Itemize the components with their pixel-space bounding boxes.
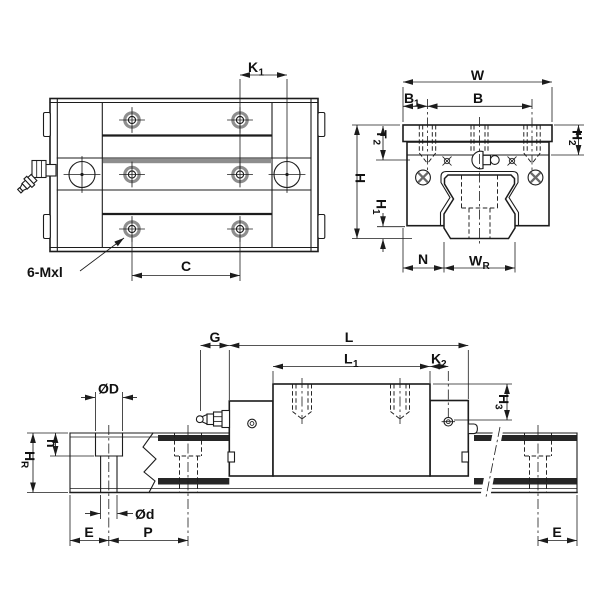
svg-text:1: 1 <box>370 209 381 215</box>
seal-clip <box>461 451 470 463</box>
svg-text:2: 2 <box>441 359 447 370</box>
label-c: C <box>181 258 191 274</box>
side-lug <box>467 423 478 435</box>
label-e-left: E <box>84 524 93 540</box>
rail-bolt-hole-hidden <box>461 175 498 239</box>
dim-e-right: E <box>538 495 578 546</box>
grease-nipple-plan <box>16 159 57 194</box>
block-body-side <box>272 383 431 477</box>
dim-n-wr: N W R <box>402 228 516 273</box>
label-h2: H <box>570 130 586 140</box>
grease-port-right <box>441 416 456 427</box>
carriage-top-outline <box>49 97 319 253</box>
label-6mxl: 6-Mxl <box>27 264 63 280</box>
dim-h1: H 1 <box>370 199 405 252</box>
dim-e-p: E P <box>69 495 188 546</box>
break-line-wavy <box>142 432 157 494</box>
svg-text:1: 1 <box>259 68 265 79</box>
dim-h3: H 3 <box>433 383 512 421</box>
label-hr: H <box>22 451 38 461</box>
carriage-bolt-hole-right <box>523 99 541 170</box>
rail-edge-shading <box>103 158 272 164</box>
side-port-right <box>268 156 306 193</box>
carriage-bolt-hole-left <box>418 99 437 170</box>
block-cavity <box>439 170 520 227</box>
dim-g-l: G L <box>200 329 469 411</box>
label-k2: K <box>431 351 441 367</box>
side-view: G L L 1 K 2 H 3 <box>19 329 578 546</box>
block-top-flange <box>402 124 553 143</box>
end-cap-right <box>429 399 470 477</box>
dim-t2: T 2 <box>371 126 410 161</box>
label-p: P <box>143 524 152 540</box>
grease-port-left <box>247 418 257 429</box>
dim-hr: H R <box>19 432 68 493</box>
label-b1: B <box>404 90 414 106</box>
label-l: L <box>345 329 354 345</box>
label-b: B <box>473 90 483 106</box>
dim-h2: H 2 <box>551 124 586 156</box>
label-h3: H <box>496 394 512 404</box>
seal-clamp-tab <box>317 213 326 240</box>
label-l1: L <box>344 351 353 367</box>
label-g: G <box>210 329 221 345</box>
carriage-side <box>195 378 478 477</box>
ball-circuit-mark-right <box>527 169 544 186</box>
svg-text:R: R <box>19 461 30 469</box>
bolt-callout: 6-Mxl <box>27 237 125 280</box>
svg-text:2: 2 <box>371 140 382 146</box>
carriage-bolt-hole-center <box>470 125 489 151</box>
seal-clamp-tab <box>42 111 51 138</box>
label-e-right: E <box>552 524 561 540</box>
label-h-small: h <box>44 439 60 448</box>
side-port-left <box>63 156 101 193</box>
break-line-oblique <box>485 426 501 498</box>
dim-h: H <box>352 124 412 239</box>
label-t2: T <box>374 130 390 139</box>
label-od-big: ØD <box>98 381 119 397</box>
svg-text:2: 2 <box>566 140 577 146</box>
rail-side <box>69 426 578 498</box>
label-h1: H <box>374 199 390 209</box>
grease-nipple-end <box>471 150 500 170</box>
svg-text:3: 3 <box>493 404 504 410</box>
dim-od-big: ØD <box>81 381 137 431</box>
target-mark-right <box>507 156 517 166</box>
seal-clamp-tab <box>317 111 326 138</box>
rail-hole-sectioned <box>94 432 124 494</box>
dim-c: C <box>131 238 241 281</box>
label-h: H <box>353 173 369 183</box>
plan-view: K 1 C 6-Mxl <box>16 59 326 281</box>
dim-od-small: Ød <box>85 495 154 522</box>
dim-h-small: h <box>44 433 94 457</box>
dim-k1: K 1 <box>239 59 288 170</box>
label-w: W <box>471 67 485 83</box>
dim-b1-b: B 1 B <box>403 90 532 110</box>
label-n: N <box>418 251 428 267</box>
target-mark-left <box>442 156 452 166</box>
rail-hole-hidden-2 <box>174 433 202 493</box>
rail-hole-hidden-3 <box>524 433 552 493</box>
label-od-small: Ød <box>135 506 154 522</box>
label-k1: K <box>248 59 258 75</box>
svg-text:R: R <box>483 261 491 272</box>
end-cap-left <box>228 400 274 477</box>
top-hole-hidden-1 <box>292 378 312 424</box>
seal-clamp-tab <box>42 213 51 240</box>
ball-circuit-mark-left <box>415 169 431 186</box>
dim-l1-k2: L 1 K 2 <box>272 351 449 417</box>
grease-nipple-side <box>195 409 231 429</box>
top-hole-hidden-2 <box>390 378 410 424</box>
svg-text:1: 1 <box>414 99 420 110</box>
svg-text:1: 1 <box>353 359 359 370</box>
label-wr: W <box>469 253 483 269</box>
end-view: W B 1 B H T 2 H <box>352 67 586 273</box>
seal-clip <box>227 451 236 463</box>
